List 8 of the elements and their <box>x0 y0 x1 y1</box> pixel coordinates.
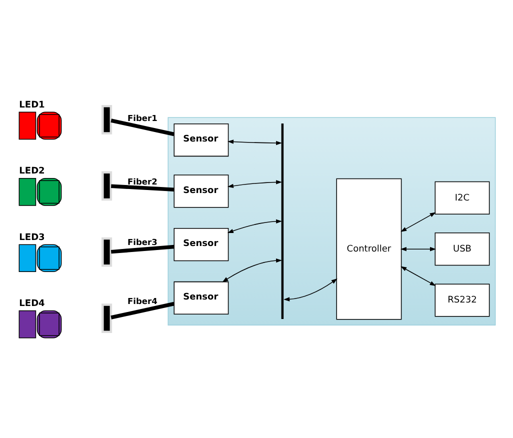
node-label: LED4 <box>19 298 45 309</box>
edge-label: Fiber3 <box>127 237 158 248</box>
edge-label: Fiber2 <box>127 176 158 186</box>
node-label: LED3 <box>19 232 45 243</box>
edge-label: Fiber1 <box>127 113 158 124</box>
edge-label: Fiber4 <box>127 296 158 306</box>
node-label: LED1 <box>19 100 45 110</box>
node-label: LED2 <box>19 166 45 177</box>
